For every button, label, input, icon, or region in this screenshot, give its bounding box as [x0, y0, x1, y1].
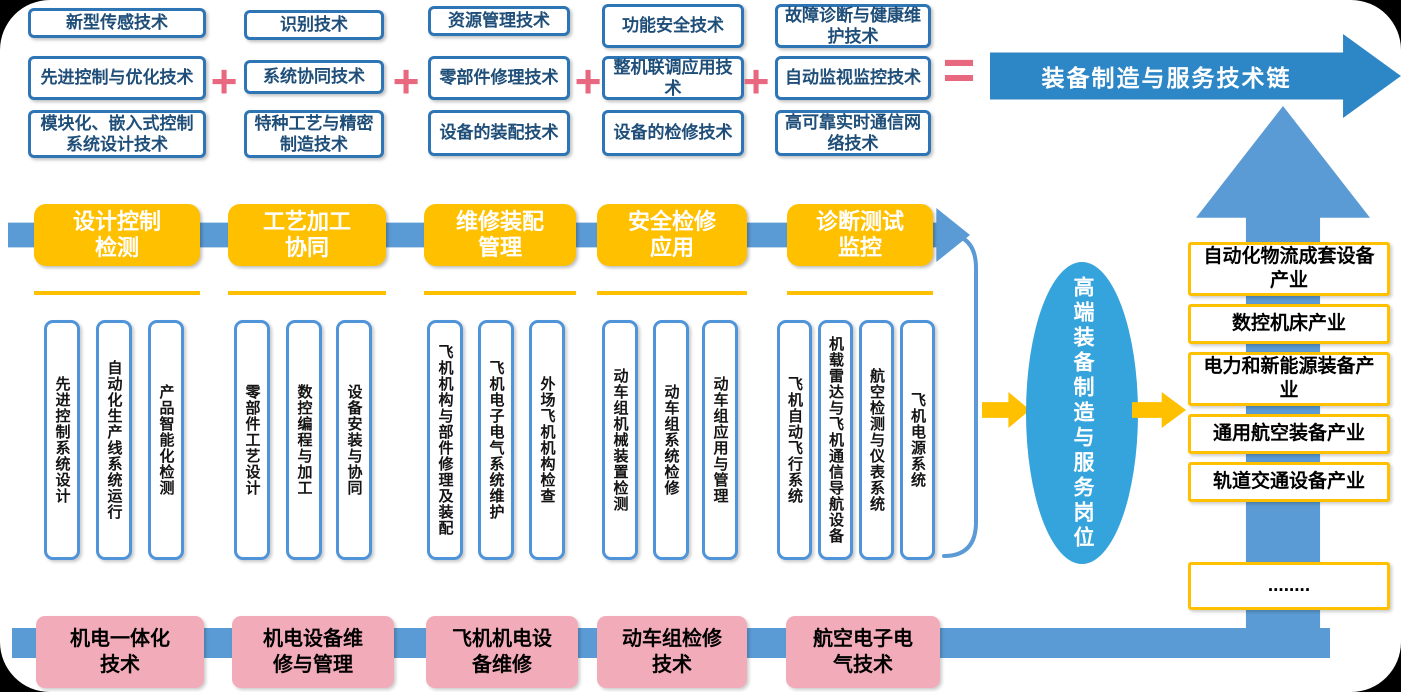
stage-box: 设计控制检测	[34, 204, 200, 266]
industry-box: 数控机床产业	[1188, 304, 1390, 344]
task-box: 飞机自动飞行系统	[777, 320, 812, 560]
major-label: 机电一体化技术	[70, 628, 170, 676]
task-box: 设备安装与协同	[336, 320, 372, 560]
brace-connector	[942, 232, 978, 558]
major-box: 飞机机电设备维修	[426, 616, 578, 688]
arrow-right-icon	[1132, 392, 1186, 428]
task-box: 产品智能化检测	[148, 320, 184, 560]
industry-box: 轨道交通设备产业	[1188, 462, 1390, 502]
stage-underline	[34, 291, 200, 295]
major-box: 机电设备维修与管理	[232, 616, 394, 688]
plus-icon: +	[210, 55, 238, 107]
tech-box: 设备的装配技术	[428, 110, 570, 156]
stage-label: 工艺加工协同	[262, 208, 351, 260]
stage-underline	[424, 291, 576, 295]
tech-box: 故障诊断与健康维护技术	[775, 4, 931, 48]
plus-icon: +	[742, 55, 770, 107]
stage-underline	[787, 291, 933, 295]
task-box: 先进控制系统设计	[44, 320, 80, 560]
industry-box: 通用航空装备产业	[1188, 414, 1390, 454]
task-box: 航空检测与仪表系统	[859, 320, 894, 560]
task-box: 动车组应用与管理	[702, 320, 738, 560]
tech-box: 资源管理技术	[428, 6, 570, 36]
stage-underline	[228, 291, 386, 295]
major-box: 动车组检修技术	[597, 616, 747, 688]
major-box: 机电一体化技术	[36, 616, 204, 688]
tech-box: 零部件修理技术	[428, 56, 570, 100]
tech-chain-arrow: 装备制造与服务技术链	[990, 34, 1401, 118]
plus-icon: +	[574, 55, 602, 107]
jobs-ellipse: 高端装备制造与服务岗位	[1026, 262, 1138, 564]
task-box: 动车组机械装置检测	[602, 320, 638, 560]
major-label: 动车组检修技术	[622, 628, 722, 676]
industry-box-more: ........	[1188, 562, 1390, 610]
industry-box: 电力和新能源装备产业	[1188, 352, 1390, 406]
tech-chain-arrow-label: 装备制造与服务技术链	[1041, 65, 1292, 91]
stage-label: 安全检修应用	[627, 208, 716, 260]
tech-box: 高可靠实时通信网络技术	[775, 110, 931, 156]
task-box: 机载雷达与飞机通信导航设备	[818, 320, 853, 560]
task-box: 飞机电源系统	[900, 320, 935, 560]
stage-label: 维修装配管理	[455, 208, 544, 260]
task-box: 飞机机构与部件修理及装配	[427, 320, 463, 560]
tech-box: 整机联调应用技术	[602, 56, 744, 100]
stage-box: 工艺加工协同	[228, 204, 386, 266]
tech-box: 功能安全技术	[602, 4, 744, 48]
arrow-right-icon	[982, 392, 1030, 428]
task-box: 动车组系统检修	[653, 320, 689, 560]
plus-icon: +	[392, 55, 420, 107]
tech-box: 识别技术	[244, 10, 384, 40]
stage-label: 诊断测试监控	[815, 208, 904, 260]
tech-box: 先进控制与优化技术	[28, 56, 206, 100]
tech-box: 特种工艺与精密制造技术	[244, 110, 384, 158]
stage-underline	[597, 291, 747, 295]
tech-box: 自动监视监控技术	[775, 56, 931, 100]
major-box: 航空电子电气技术	[786, 616, 940, 688]
task-box: 零部件工艺设计	[234, 320, 270, 560]
task-box: 自动化生产线系统运行	[96, 320, 132, 560]
equals-icon: =	[942, 38, 976, 101]
industry-box: 自动化物流成套设备产业	[1188, 242, 1390, 296]
task-box: 外场飞机机构检查	[529, 320, 565, 560]
task-box: 飞机电子电气系统维护	[478, 320, 514, 560]
major-label: 飞机机电设备维修	[452, 628, 552, 676]
stage-box: 维修装配管理	[424, 204, 576, 266]
stage-label: 设计控制检测	[72, 208, 161, 260]
task-box: 数控编程与加工	[286, 320, 322, 560]
stage-box: 安全检修应用	[597, 204, 747, 266]
stage-box: 诊断测试监控	[787, 204, 933, 266]
major-label: 航空电子电气技术	[813, 628, 913, 676]
tech-box: 模块化、嵌入式控制系统设计技术	[28, 110, 206, 158]
tech-box: 系统协同技术	[244, 60, 384, 94]
tech-box: 设备的检修技术	[602, 110, 744, 156]
tech-box: 新型传感技术	[28, 8, 206, 38]
major-label: 机电设备维修与管理	[263, 628, 363, 676]
